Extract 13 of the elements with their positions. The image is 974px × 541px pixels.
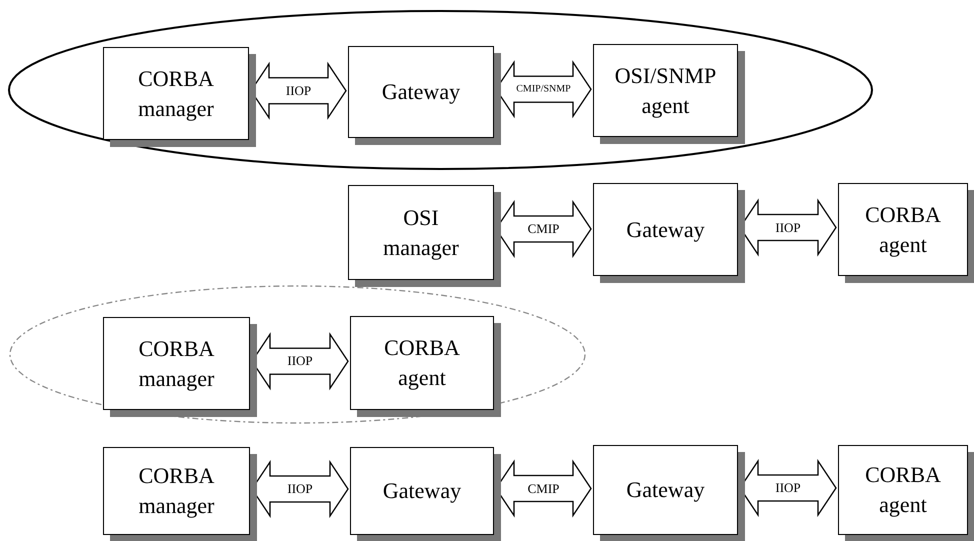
box-label: Gateway <box>626 216 705 244</box>
box-label: OSI manager <box>382 204 460 262</box>
box-label: CORBA agent <box>864 200 942 259</box>
box-label: CORBA manager <box>138 462 216 520</box>
box-label: CORBA manager <box>137 64 215 123</box>
box-label: CORBA manager <box>138 334 216 393</box>
box-label: Gateway <box>382 477 462 506</box>
box-label: Gateway <box>626 476 705 504</box>
box-label: OSI/SNMP agent <box>614 62 718 120</box>
box-label: Gateway <box>382 78 460 106</box>
box-label: CORBA agent <box>864 461 942 519</box>
edge-label: CMIP/SNMP <box>515 84 572 95</box>
box-label: CORBA agent <box>383 334 461 392</box>
